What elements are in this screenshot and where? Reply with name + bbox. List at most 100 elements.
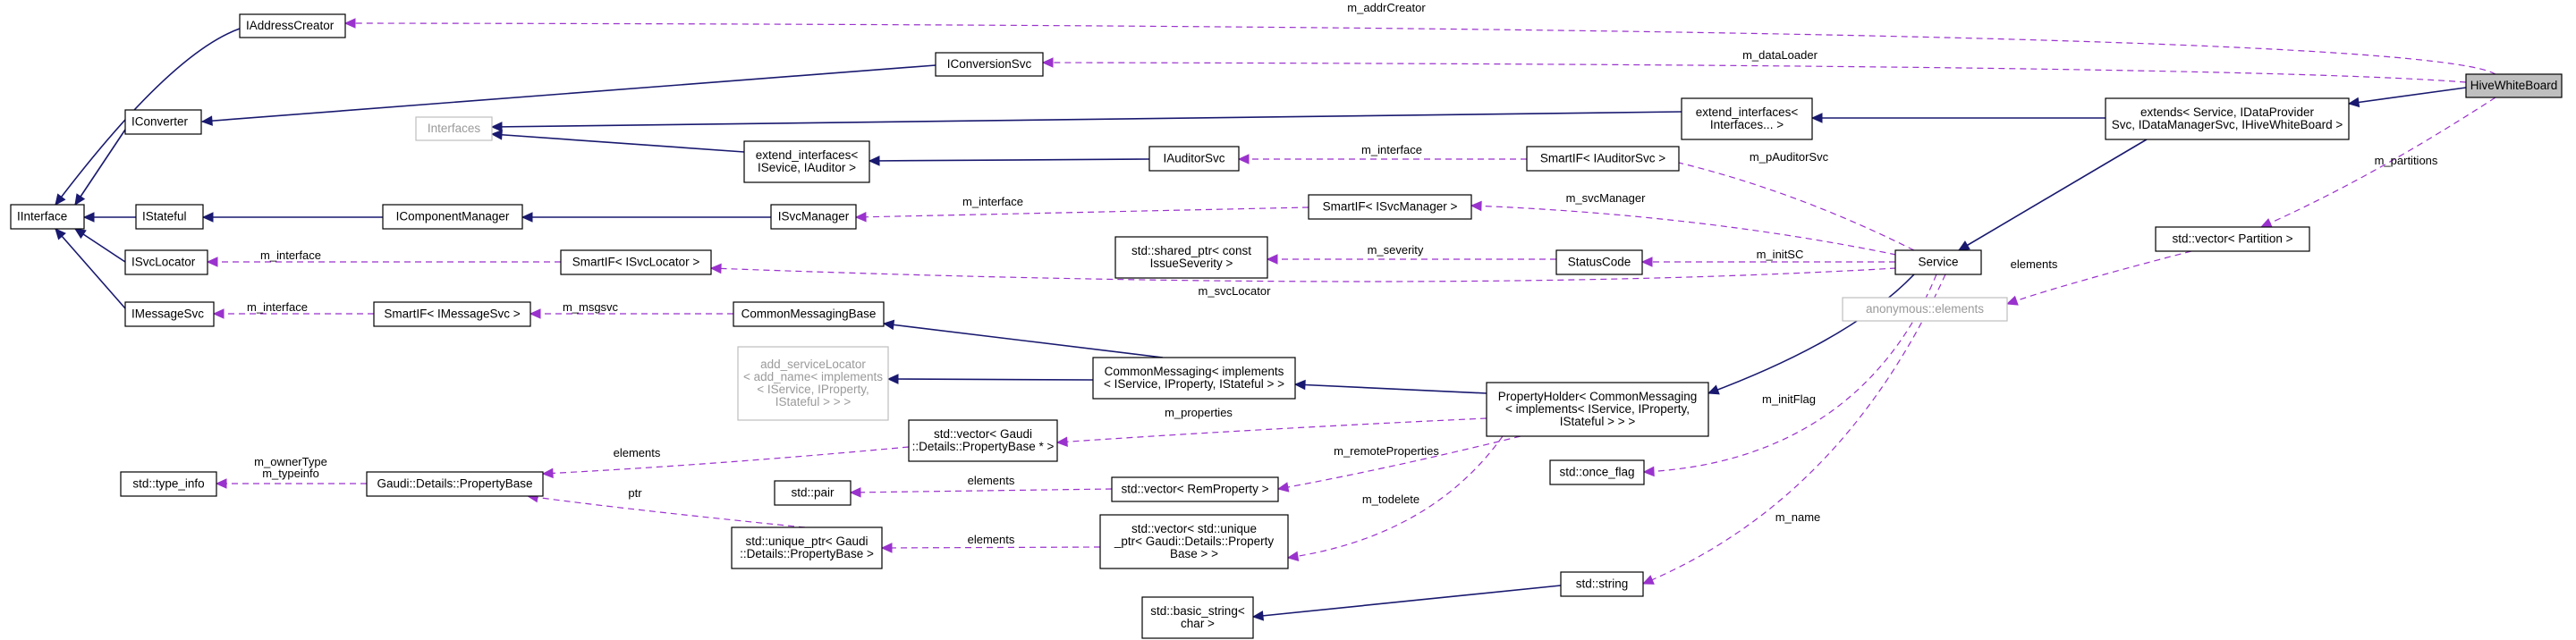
class-node-ext_Interfaces[interactable]: extend_interfaces<Interfaces... >	[1681, 97, 1813, 140]
edge-use-Service-to-StatusCode	[1640, 257, 1895, 267]
edge-labels-layer: m_addrCreatorm_dataLoaderm_partitionsele…	[247, 1, 2438, 546]
class-node-IComponentManager[interactable]: IComponentManager	[382, 204, 523, 230]
edge-use-PropertyBase-to-type_info	[215, 478, 367, 489]
node-box	[1148, 146, 1240, 172]
edge-inherit-IAuditorSvc-to-ext_IAuditor	[868, 156, 1150, 166]
class-node-StatusCode[interactable]: StatusCode	[1555, 249, 1643, 275]
node-label: ::Details::PropertyBase >	[740, 547, 874, 560]
edge-label: elements	[614, 446, 661, 459]
edge-inherit-IConversionSvc-to-IConverter	[200, 64, 936, 126]
edge-inherit-extends_Service-to-ext_Interfaces	[1810, 113, 2106, 123]
node-box	[1560, 571, 1644, 597]
class-node-IAuditorSvc[interactable]: IAuditorSvc	[1148, 146, 1240, 172]
class-node-ISvcManager[interactable]: ISvcManager	[770, 204, 857, 230]
class-node-IAddressCreator[interactable]: IAddressCreator	[239, 13, 346, 38]
class-node-SmartIF_ISvcLocator[interactable]: SmartIF< ISvcLocator >	[560, 249, 712, 275]
node-box	[135, 204, 204, 230]
class-node-anon_elements[interactable]: anonymous::elements	[1842, 297, 2008, 322]
class-node-IInterface[interactable]: IInterface	[10, 204, 85, 230]
edge-use-Service-to-once_flag	[1642, 274, 1937, 477]
arrowhead	[1266, 254, 1278, 265]
class-node-vector_PropertyBase[interactable]: std::vector< Gaudi::Details::PropertyBas…	[908, 419, 1058, 462]
class-node-HiveWhiteBoard[interactable]: HiveWhiteBoard	[2465, 73, 2563, 98]
arrowhead	[1957, 240, 1970, 251]
node-label: IStateful > > >	[1560, 415, 1636, 428]
arrowhead	[55, 193, 66, 206]
node-box	[1308, 194, 1472, 220]
class-node-Interfaces[interactable]: Interfaces	[415, 116, 493, 141]
class-node-PropertyHolder[interactable]: PropertyHolder< CommonMessaging< impleme…	[1486, 382, 1709, 437]
class-node-type_info[interactable]: std::type_info	[120, 471, 217, 497]
node-label: IInterface	[17, 210, 67, 223]
class-node-IStateful[interactable]: IStateful	[135, 204, 204, 230]
arrowhead	[541, 467, 554, 479]
node-box	[2155, 226, 2310, 252]
node-label: IConversionSvc	[947, 57, 1032, 71]
arrowhead	[1237, 154, 1250, 164]
node-box	[2105, 97, 2350, 140]
edge-use-PropertyHolder-to-vector_PropertyBase	[1055, 417, 1487, 447]
node-label: Interfaces... >	[1710, 118, 1784, 131]
edge-use-HiveWhiteBoard-to-IConversionSvc	[1041, 57, 2467, 83]
node-label: std::type_info	[132, 477, 204, 491]
node-label: < IService, IProperty, IStateful > >	[1104, 377, 1284, 391]
arrowhead	[1810, 113, 1823, 123]
node-label: Service	[1918, 256, 1958, 269]
node-box	[733, 301, 885, 327]
class-node-PropertyBase[interactable]: Gaudi::Details::PropertyBase	[366, 471, 544, 497]
class-node-IConversionSvc[interactable]: IConversionSvc	[935, 52, 1044, 77]
class-node-std_pair[interactable]: std::pair	[774, 480, 852, 506]
node-label: StatusCode	[1568, 256, 1631, 269]
node-box	[1092, 357, 1296, 400]
node-label: < IService, IProperty,	[757, 383, 869, 396]
node-label: ISvcManager	[778, 210, 850, 223]
class-node-ISvcLocator[interactable]: ISvcLocator	[124, 249, 208, 275]
class-node-add_serviceLocator[interactable]: add_serviceLocator< add_name< implements…	[737, 346, 889, 421]
class-node-SmartIF_IAuditorSvc[interactable]: SmartIF< IAuditorSvc >	[1526, 146, 1680, 172]
class-node-vector_Partition[interactable]: std::vector< Partition >	[2155, 226, 2310, 252]
node-label: std::unique_ptr< Gaudi	[746, 535, 869, 548]
edge-label: m_interface	[1361, 143, 1422, 156]
edge-use-unique_ptr_PB-to-PropertyBase	[526, 492, 806, 528]
edge-use-Service-to-SmartIF_IAuditorSvc	[1662, 156, 1915, 251]
node-label: CommonMessaging< implements	[1105, 365, 1284, 378]
node-label: < implements< IService, IProperty,	[1505, 402, 1690, 416]
arrowhead	[1641, 575, 1655, 585]
class-node-IMessageSvc[interactable]: IMessageSvc	[124, 301, 215, 327]
node-label: _ptr< Gaudi::Details::Property	[1114, 535, 1274, 548]
class-node-Service[interactable]: Service	[1894, 249, 1982, 275]
edge-use-Service-to-SmartIF_ISvcManager	[1470, 200, 1897, 256]
class-node-std_string[interactable]: std::string	[1560, 571, 1644, 597]
edge-inherit-IAddressCreator-to-IInterface	[55, 28, 241, 206]
node-label: std::string	[1576, 577, 1629, 591]
node-box	[1486, 382, 1709, 437]
class-node-CommonMessaging[interactable]: CommonMessaging< implements< IService, I…	[1092, 357, 1296, 400]
edge-use-PropertyHolder-to-vector_unique_ptr	[1286, 435, 1504, 562]
class-node-SmartIF_ISvcManager[interactable]: SmartIF< ISvcManager >	[1308, 194, 1472, 220]
class-node-once_flag[interactable]: std::once_flag	[1549, 459, 1645, 485]
class-node-CommonMessagingBase[interactable]: CommonMessagingBase	[733, 301, 885, 327]
class-node-vector_RemProperty[interactable]: std::vector< RemProperty >	[1111, 476, 1279, 502]
node-label: std::basic_string<	[1150, 604, 1245, 618]
arrowhead	[1470, 200, 1482, 212]
edge-use-vector_unique_ptr-to-unique_ptr_PB	[880, 543, 1101, 553]
edge-inherit-IConverter-to-IInterface	[74, 129, 126, 206]
class-node-vector_unique_ptr[interactable]: std::vector< std::unique_ptr< Gaudi::Det…	[1099, 514, 1289, 569]
arrowhead	[1293, 379, 1306, 391]
edge-use-vector_Partition-to-anon_elements	[2005, 250, 2192, 306]
node-box	[1111, 476, 1279, 502]
node-label: char >	[1181, 617, 1215, 630]
class-node-unique_ptr_PB[interactable]: std::unique_ptr< Gaudi::Details::Propert…	[731, 526, 883, 569]
node-label: std::vector< RemProperty >	[1121, 483, 1268, 496]
class-node-SmartIF_IMessageSvc[interactable]: SmartIF< IMessageSvc >	[373, 301, 531, 327]
edge-inherit-extends_Service-to-Service	[1957, 139, 2148, 251]
class-node-ext_IAuditor[interactable]: extend_interfaces<ISevice, IAuditor >	[743, 140, 870, 183]
edge-inherit-CommonMessaging-to-add_serviceLocator	[886, 374, 1094, 384]
node-box	[239, 13, 346, 38]
class-node-basic_string[interactable]: std::basic_string<char >	[1141, 596, 1254, 639]
arrowhead	[73, 228, 87, 240]
edge-use-vector_PropertyBase-to-PropertyBase	[541, 446, 910, 479]
class-node-IConverter[interactable]: IConverter	[124, 109, 202, 135]
